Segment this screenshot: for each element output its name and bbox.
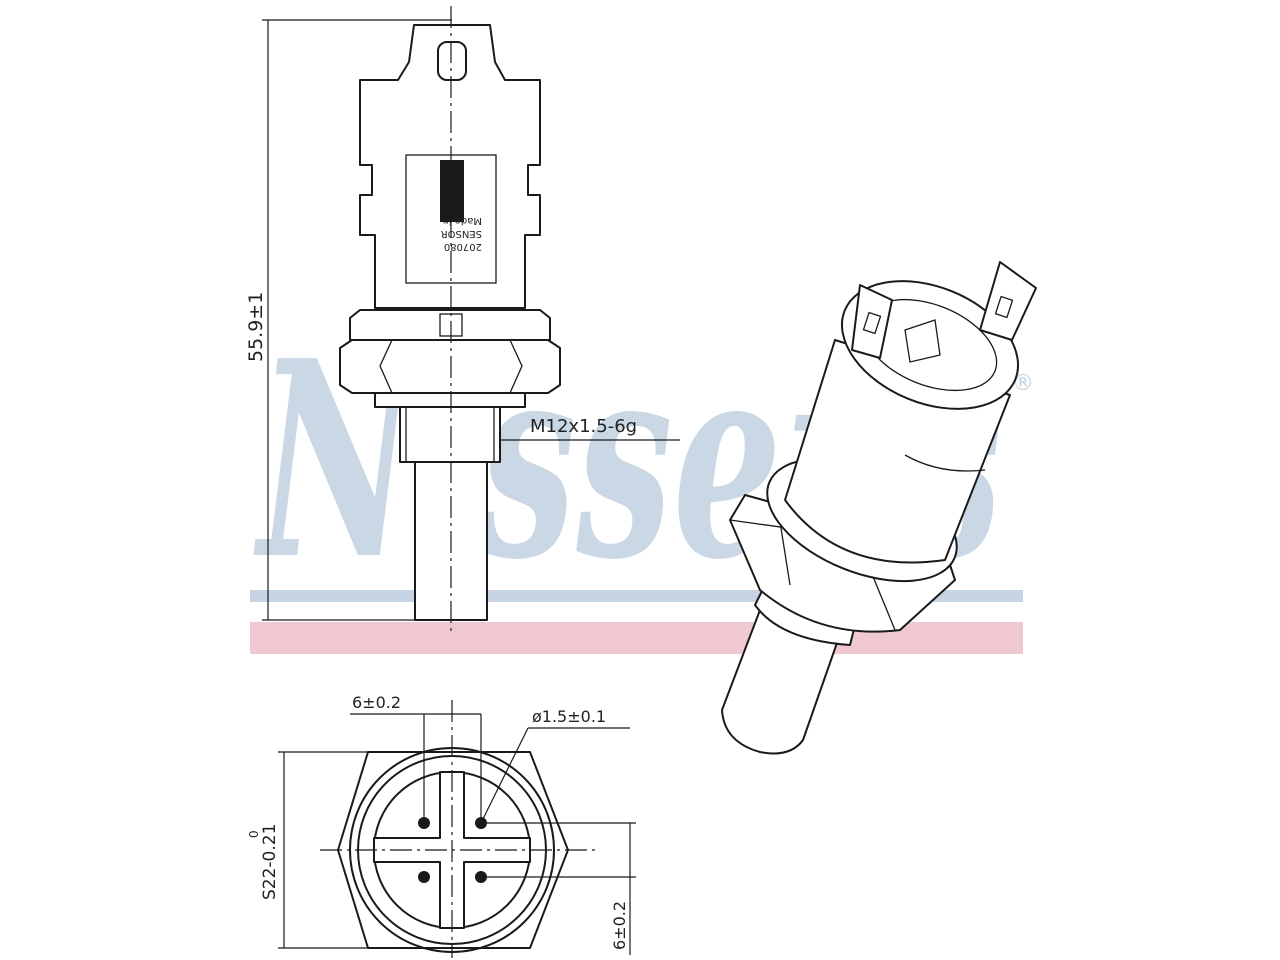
threaded-section (399, 406, 501, 463)
label-text-group: 207080 SENSOR Made in (441, 215, 482, 252)
hex-nut-facets (379, 339, 523, 394)
pin-diameter-label: ø1.5±0.1 (532, 707, 606, 726)
iso-connector-tab-right (979, 261, 1037, 341)
hex-nut-base (374, 392, 526, 408)
connector-tab-slot (437, 41, 467, 81)
pin-diameter-leader (480, 727, 529, 824)
overall-length-label: 55.9±1 (245, 292, 267, 362)
brand-logo (440, 160, 464, 222)
connector-housing (359, 24, 541, 309)
sensor-side-view: 55.9±1 207080 SENSOR Made in M12x1.5-6g (245, 6, 680, 632)
iso-connector-tab-left (851, 284, 893, 359)
sealing-flange (349, 309, 551, 341)
iso-probe (721, 609, 839, 755)
iso-socket-divider (904, 319, 941, 363)
watermark-pink-stripe (250, 622, 1023, 654)
sensor-isometric-view (721, 261, 1037, 755)
pin-spacing-top-label: 6±0.2 (352, 693, 401, 712)
hex-nut (339, 339, 561, 394)
iso-tab-slot-left (862, 311, 882, 335)
hex-size-tolerance-label: 0 (247, 830, 261, 838)
iso-body-groove (904, 454, 986, 472)
sensor-end-view: 6±0.2 ø1.5±0.1 S22-0.21 0 6±0.2 (247, 693, 636, 958)
iso-tab-slot-right (994, 295, 1014, 319)
watermark-registered-mark: ® (1012, 371, 1034, 396)
pin-spacing-side-label: 6±0.2 (610, 901, 629, 950)
hex-size-label: S22-0.21 (260, 824, 280, 900)
label-line-3: Made in (442, 215, 482, 226)
end-view-pin-3 (418, 871, 430, 883)
thread-spec-label: M12x1.5-6g (530, 416, 637, 437)
label-line-2: SENSOR (441, 228, 482, 239)
label-line-1: 207080 (444, 241, 482, 252)
